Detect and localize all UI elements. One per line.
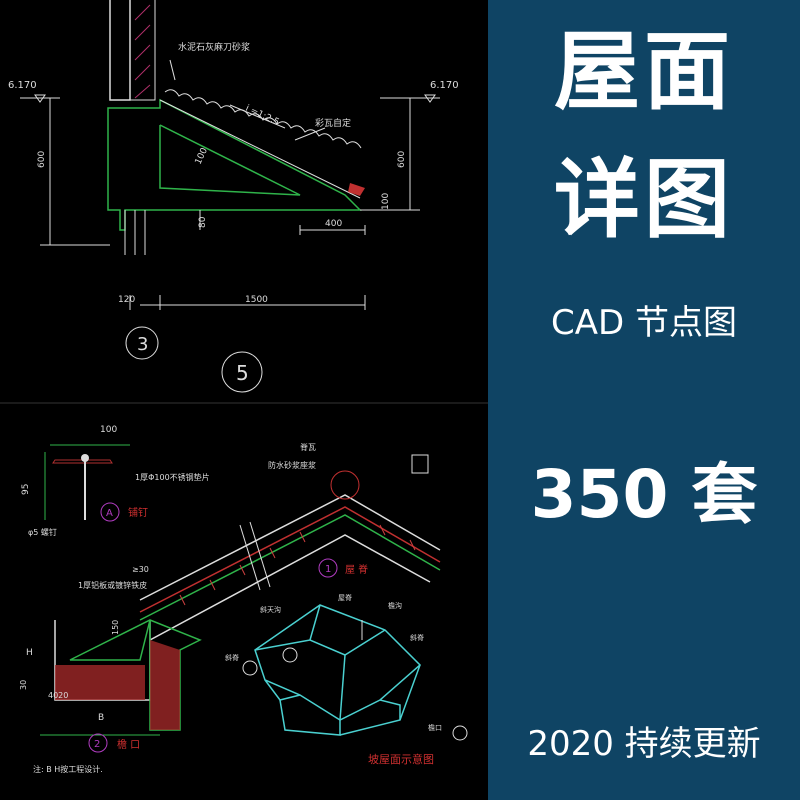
dim-1500: 1500 xyxy=(245,295,268,305)
elev-right: 6.170 xyxy=(430,80,459,91)
top-detail: 6.170 6.170 600 600 水泥石灰麻刀砂浆 i =1:2.5 彩瓦… xyxy=(8,0,459,393)
dim-h: H xyxy=(26,648,33,658)
label-a-text: 铺钉 xyxy=(128,506,148,519)
dim-4020: 4020 xyxy=(48,691,68,700)
bottom-detail: 100 95 1厚Φ100不锈钢垫片 φ5 螺钉 A 铺钉 脊瓦 防水砂浆座浆 … xyxy=(19,425,468,774)
note-steel: 1厚Φ100不锈钢垫片 xyxy=(135,472,210,482)
dim-600-right: 600 xyxy=(397,151,407,168)
dim-400: 400 xyxy=(325,219,342,229)
note-mortar-b: 防水砂浆座浆 xyxy=(268,460,316,470)
note-mortar: 水泥石灰麻刀砂浆 xyxy=(178,41,250,53)
iso-gutter: 檐沟 xyxy=(388,601,402,610)
dim-30: ≥30 xyxy=(132,565,149,574)
ref-2: 2 xyxy=(94,739,100,750)
dim-30b: 30 xyxy=(19,680,28,690)
note-tile: 彩瓦自定 xyxy=(315,117,351,129)
circle-5: 5 xyxy=(236,361,249,385)
dim-150: 150 xyxy=(111,620,120,635)
footer-label: 2020 持续更新 xyxy=(527,724,761,764)
note-nail: φ5 螺钉 xyxy=(28,527,57,537)
iso-caption: 坡屋面示意图 xyxy=(368,752,434,766)
dim-120: 120 xyxy=(118,295,135,305)
label-a: A xyxy=(106,508,113,519)
ref-1: 1 xyxy=(325,564,331,575)
dim-80: 80 xyxy=(198,216,208,228)
title-line-1: 屋面 xyxy=(554,22,734,122)
iso-valley: 斜天沟 xyxy=(260,605,281,614)
note-bh: 注: B H按工程设计. xyxy=(33,764,103,774)
iso-slope: 斜脊 xyxy=(410,633,424,642)
ref-2-text: 檐 口 xyxy=(117,738,140,751)
iso-eave: 檐口 xyxy=(428,723,442,732)
dim-100b: 100 xyxy=(381,193,391,210)
b-dim-100: 100 xyxy=(100,425,117,435)
note-ridge-tile: 脊瓦 xyxy=(300,442,316,452)
iso-ridge: 屋脊 xyxy=(338,593,352,602)
ref-1-text: 屋 脊 xyxy=(345,563,368,576)
note-gutter: 1厚铝板或镀锌铁皮 xyxy=(78,580,147,590)
dim-600-left: 600 xyxy=(37,151,47,168)
elev-left: 6.170 xyxy=(8,80,37,91)
iso-hip: 斜脊 xyxy=(225,653,239,662)
circle-3: 3 xyxy=(137,334,148,355)
subtitle: CAD 节点图 xyxy=(551,303,737,343)
title-panel: 屋面 详图 CAD 节点图 350 套 2020 持续更新 xyxy=(488,0,800,800)
title-line-2: 详图 xyxy=(554,150,734,250)
dim-b: B xyxy=(98,713,104,723)
cad-drawing-area: 6.170 6.170 600 600 水泥石灰麻刀砂浆 i =1:2.5 彩瓦… xyxy=(0,0,488,774)
count-label: 350 套 xyxy=(530,456,758,533)
b-dim-95: 95 xyxy=(21,484,31,495)
